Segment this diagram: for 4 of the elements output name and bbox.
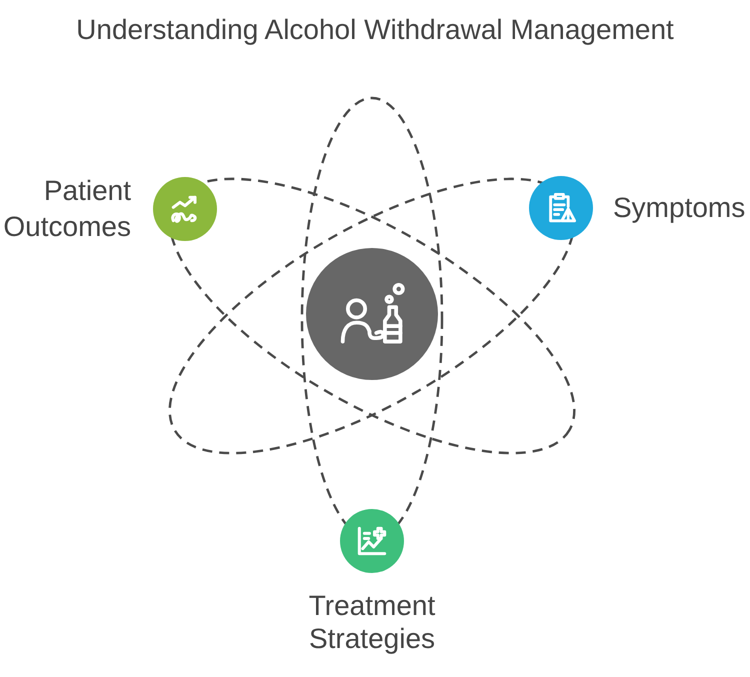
node-label: Patient Outcomes bbox=[2, 174, 131, 244]
node-label: Symptoms bbox=[613, 191, 746, 225]
node-label: Treatment Strategies bbox=[308, 589, 436, 655]
diagram-title: Understanding Alcohol Withdrawal Management bbox=[75, 13, 675, 47]
